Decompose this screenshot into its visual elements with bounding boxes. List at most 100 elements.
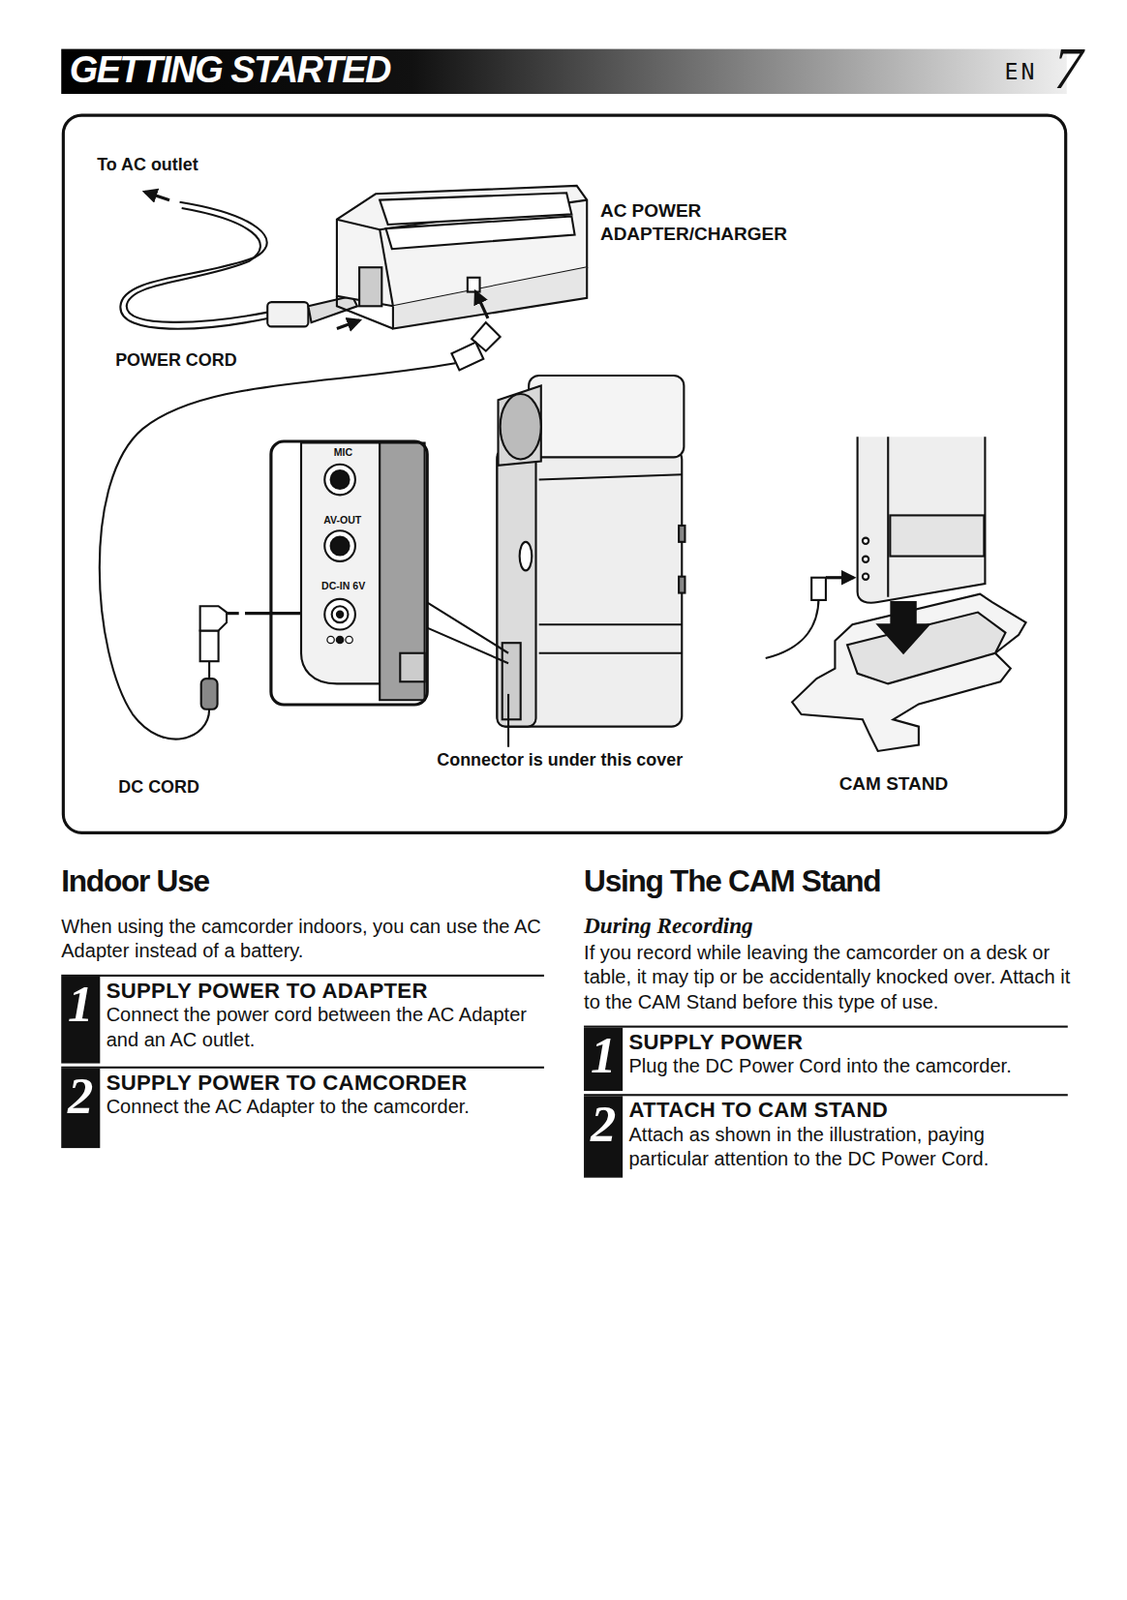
- step-number: 1: [60, 976, 100, 1065]
- dc-cord-part: [208, 661, 211, 679]
- camcorder-part: [678, 525, 685, 543]
- cam-stand-part: [878, 602, 930, 654]
- step-text: Connect the AC Adapter to the camcorder.: [106, 1095, 541, 1120]
- cam-stand-part: [862, 538, 869, 545]
- inset-panel-part: [399, 653, 425, 683]
- inset-panel-part: [336, 611, 343, 618]
- camcorder-part: [528, 375, 684, 457]
- callout-label: Connector is under this cover: [436, 750, 713, 771]
- body-text: When using the camcorder indoors, you ca…: [60, 914, 547, 964]
- step-heading: SUPPLY POWER: [628, 1030, 803, 1055]
- frame: [62, 115, 1066, 833]
- cam-stand-part: [825, 576, 853, 579]
- inset-panel-part: [345, 636, 353, 643]
- jack-label: AV-OUT: [323, 514, 362, 526]
- power-cord-part: [307, 296, 358, 323]
- charger: [336, 185, 587, 330]
- part-label: To AC outlet: [96, 154, 261, 176]
- camcorder-part: [496, 449, 536, 728]
- inset-leaders: [426, 602, 509, 748]
- inset-panel-part: [324, 599, 356, 631]
- cam-stand-part: [862, 556, 869, 563]
- step-number: 2: [583, 1096, 623, 1178]
- charger-part: [359, 267, 382, 306]
- step-number: 2: [60, 1068, 100, 1149]
- dc-cord-part: [201, 678, 218, 710]
- charger-part: [393, 267, 587, 329]
- section-heading: Using The CAM Stand: [583, 863, 1074, 901]
- section-heading: Indoor Use: [60, 863, 542, 901]
- dc-cord-part: [200, 631, 219, 663]
- page-title: GETTING STARTED: [69, 48, 391, 93]
- cam-stand-part: [857, 436, 986, 604]
- inset-panel-part: [332, 606, 349, 623]
- power-cord-part: [120, 202, 268, 330]
- dc-cord-part: [99, 363, 456, 739]
- ac-arrow-part: [145, 191, 170, 200]
- camcorder-part: [678, 577, 685, 594]
- step-heading: SUPPLY POWER TO CAMCORDER: [106, 1070, 468, 1096]
- part-label: POWER CORD: [115, 351, 289, 372]
- power-cord-part: [126, 208, 268, 323]
- cam-stand-part: [811, 578, 826, 601]
- step-number: 1: [583, 1028, 623, 1092]
- camcorder-part: [496, 449, 682, 728]
- step-heading: SUPPLY POWER TO ADAPTER: [106, 978, 428, 1004]
- cam-stand-part: [765, 597, 820, 659]
- dc-cord-part: [475, 292, 488, 319]
- dc-cord-part: [451, 342, 484, 371]
- dc-cord-part: [200, 606, 227, 631]
- power-cord-part: [336, 320, 360, 329]
- inset-leaders-part: [426, 627, 509, 664]
- inset-leaders-part: [507, 694, 510, 748]
- camcorder-part: [497, 386, 541, 466]
- part-label: AC POWER ADAPTER/CHARGER: [600, 199, 846, 247]
- body-text: If you record while leaving the camcorde…: [583, 941, 1072, 1014]
- inset-panel-part: [301, 443, 380, 685]
- frame-part: [62, 115, 1066, 833]
- ac-arrow: [145, 191, 170, 200]
- inset-panel-part: [327, 636, 335, 643]
- dc-cord: [99, 292, 501, 740]
- camcorder-part: [502, 642, 521, 720]
- step-block: 1SUPPLY POWER TO ADAPTERConnect the powe…: [60, 974, 545, 1065]
- charger-part: [467, 277, 481, 293]
- step-text: Attach as shown in the illustration, pay…: [628, 1123, 1064, 1172]
- camcorder-part: [519, 542, 533, 572]
- part-label: CAM STAND: [839, 772, 1004, 797]
- dc-cord-part: [226, 611, 240, 615]
- cam-stand-part: [886, 436, 889, 598]
- jack-inset: MICAV-OUTDC-IN 6V: [269, 439, 428, 706]
- camcorder: [496, 375, 685, 728]
- inset-panel: [301, 443, 426, 701]
- cam-stand-part: [847, 612, 1006, 685]
- step-block: 2SUPPLY POWER TO CAMCORDERConnect the AC…: [60, 1066, 545, 1149]
- power-cord-part: [267, 302, 308, 327]
- step-block: 2ATTACH TO CAM STANDAttach as shown in t…: [583, 1094, 1068, 1178]
- step-heading: ATTACH TO CAM STAND: [628, 1097, 888, 1123]
- step-text: Connect the power cord between the AC Ad…: [106, 1003, 541, 1052]
- camcorder-part: [539, 474, 683, 480]
- language-code: EN: [1004, 59, 1056, 87]
- camcorder-part: [539, 652, 683, 655]
- cam-stand-part: [791, 594, 1026, 752]
- inset-panel-part: [379, 443, 425, 701]
- inset-panel-part: [324, 464, 356, 496]
- step-text: Plug the DC Power Cord into the camcorde…: [628, 1054, 1064, 1079]
- inset-panel-part: [331, 537, 350, 556]
- part-label: DC CORD: [118, 777, 262, 798]
- cam-stand-part: [889, 515, 984, 556]
- step-block: 1SUPPLY POWERPlug the DC Power Cord into…: [583, 1026, 1068, 1092]
- camcorder-part: [500, 394, 542, 459]
- cam-stand-part: [862, 574, 869, 580]
- cam-stand: [765, 436, 1027, 752]
- jack-label: DC-IN 6V: [321, 580, 366, 593]
- charger-part: [386, 216, 576, 250]
- camcorder-part: [539, 623, 683, 626]
- inset-panel-part: [335, 636, 343, 643]
- sub-heading: During Recording: [583, 913, 1069, 941]
- inset-panel-part: [331, 470, 350, 489]
- inset-panel-part: [324, 530, 356, 562]
